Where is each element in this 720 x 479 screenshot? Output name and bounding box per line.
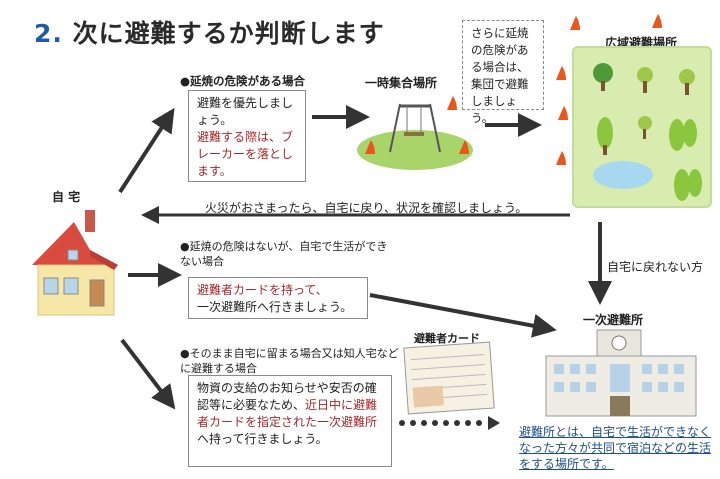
flame-icon	[459, 140, 469, 154]
flame-icon	[365, 140, 375, 154]
wide-site-illustration	[593, 63, 702, 201]
home-label: 自 宅	[52, 190, 81, 204]
flame-icon	[652, 14, 662, 28]
title-text: 次に避難するか判断します	[72, 19, 385, 48]
flame-icon	[556, 66, 566, 80]
flame-icon	[447, 96, 457, 110]
flame-icon	[558, 106, 568, 120]
card-label: 避難者カード	[414, 332, 480, 345]
arrow-home-to-case1	[118, 107, 175, 194]
case2-black-text: 一次避難所へ行きましょう。	[197, 300, 353, 314]
page-title: 2. 次に避難するか判断します	[34, 14, 385, 50]
spread-note: さらに延焼の危険がある場合は、集団で避難しましょう。	[462, 20, 544, 125]
flame-icon	[570, 16, 580, 30]
case2-heading: ●延焼の危険はないが、自宅で生活ができない場合	[180, 240, 388, 268]
case2-red-text: 避難者カードを持って、	[197, 283, 328, 297]
case1-red-text: 避難する際は、ブレーカーを落とします。	[197, 130, 294, 178]
arrow-to-primary-shelter	[369, 293, 557, 338]
title-number: 2.	[34, 19, 63, 48]
temp-site-illustration	[357, 96, 473, 170]
arrow-home-to-case3	[120, 338, 176, 410]
case3-red-text: 近日中に避難者カードを指定された一次避難所	[197, 398, 378, 429]
flame-icon	[556, 151, 566, 165]
shelter-building-illustration	[545, 329, 697, 417]
case3-box: 物資の支給のお知らせや安否の確認等に必要なため、近日中に避難者カードを指定された…	[188, 375, 392, 467]
cannot-return-label: 自宅に戻れない方	[607, 260, 704, 274]
case3-black-text-end: へ持って行きましょう。	[197, 432, 328, 446]
case2-box: 避難者カードを持って、 一次避難所へ行きましょう。	[188, 277, 368, 319]
return-note: 火災がおさまったら、自宅に戻り、状況を確認しましょう。	[205, 201, 528, 215]
case1-black-text: 避難を優先しましょう。	[197, 96, 294, 127]
case1-heading: ●延焼の危険がある場合	[180, 74, 306, 88]
case3-black-text: 物資の支給のお知らせや安否の確認等に必要なため、	[197, 381, 377, 412]
case1-box: 避難を優先しましょう。 避難する際は、ブレーカーを落とします。	[188, 90, 306, 182]
house-illustration	[32, 210, 118, 316]
case3-heading: ●そのまま自宅に留まる場合又は知人宅などに避難する場合	[180, 347, 399, 375]
dotted-arrow-to-shelter	[399, 416, 500, 430]
temp-site-label: 一時集合場所	[365, 76, 438, 90]
evacuee-card-illustration	[403, 341, 495, 415]
primary-shelter-label: 一次避難所	[583, 313, 644, 327]
wide-site-flames	[556, 16, 580, 165]
primary-shelter-description: 避難所とは、自宅で生活ができなくなった方々が共同で宿泊などの生活をする場所です。	[519, 425, 712, 471]
